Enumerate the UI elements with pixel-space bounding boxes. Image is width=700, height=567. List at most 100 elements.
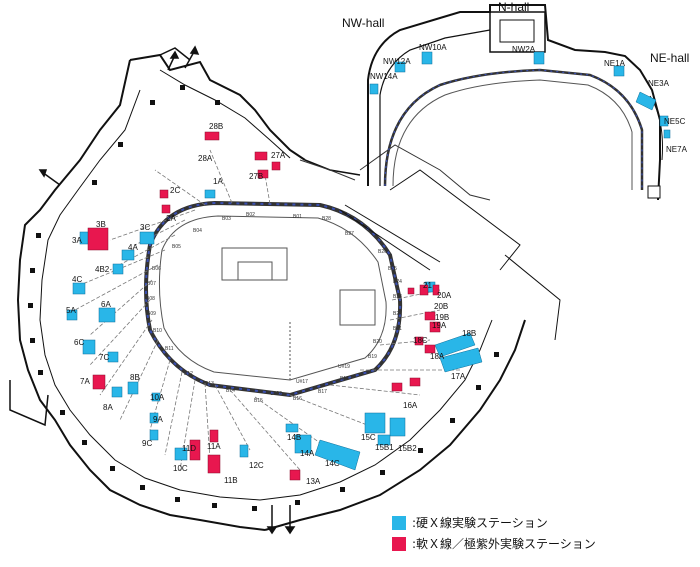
station-9c [149, 429, 159, 441]
station-27a [271, 161, 281, 171]
station-17a [439, 347, 483, 373]
station-11d [189, 439, 201, 461]
label-1a: 1A [213, 177, 223, 186]
legend-label-hard: :硬Ｘ線実験ステーション [412, 516, 548, 530]
station-2a [161, 204, 171, 214]
station-11a [209, 429, 219, 443]
station-4c [72, 282, 86, 295]
ring-label: B04 [193, 228, 202, 234]
station-8a [111, 386, 123, 398]
station-4b2 [112, 263, 124, 275]
ring-label: B23 [393, 294, 402, 300]
station-15b2 [389, 417, 406, 437]
station-8b [127, 381, 139, 395]
station-ne5c [659, 115, 669, 127]
station-6a [98, 307, 116, 323]
station-15c [364, 412, 386, 434]
label-17a: 17A [451, 372, 466, 381]
ring-label: B22 [393, 311, 402, 317]
main-hall-inner-wall [39, 69, 493, 501]
label-16a: 16A [403, 401, 418, 410]
station-28a [254, 151, 268, 161]
label-15c: 15C [361, 433, 376, 442]
label-11a: 11A [207, 442, 221, 451]
label-18b: 18B [462, 329, 476, 338]
station-10c [174, 447, 188, 461]
label-3c: 3C [140, 223, 150, 232]
label-9a: 9A [153, 415, 163, 424]
label-7a: 7A [80, 377, 90, 386]
hard-xray-stations [66, 189, 483, 471]
nw-hall-label: NW-hall [342, 16, 384, 30]
station-10a [151, 392, 161, 402]
ring-label: B27 [345, 231, 354, 237]
label-18c: 18C [413, 336, 428, 345]
ring-label: B25 [388, 266, 397, 272]
label-15b2: 15B2 [398, 444, 417, 453]
label-nw14a: NW14A [370, 72, 398, 81]
legend-label-soft: :軟Ｘ線／極紫外実験ステーション [412, 537, 596, 551]
ring-label: B19 [368, 354, 377, 360]
ring-label: B08 [146, 296, 155, 302]
station-20a-b [432, 284, 440, 296]
station-2c [159, 189, 169, 199]
station-7c [107, 351, 119, 363]
ring-inner-buildings [221, 247, 376, 380]
ring-label: B16 [293, 396, 302, 402]
station-7a [92, 374, 106, 390]
legend-soft-xray: :軟Ｘ線／極紫外実験ステーション [392, 535, 596, 552]
label-8a: 8A [103, 403, 113, 412]
label-2c: 2C [170, 186, 180, 195]
transfer-lines [299, 144, 491, 271]
station-ne7a [663, 129, 671, 139]
label-11b: 11B [224, 476, 238, 485]
ring-label: B26 [378, 249, 387, 255]
pillars [28, 85, 499, 511]
label-ne1a: NE1A [604, 59, 626, 68]
label-27a: 27A [271, 151, 286, 160]
label-ne7a: NE7A [666, 145, 688, 154]
ring-label: B07 [147, 281, 156, 287]
station-21 [407, 287, 415, 295]
ring-label: B11 [165, 346, 174, 352]
station-3b [87, 227, 109, 251]
label-7c: 7C [99, 353, 109, 362]
label-6c: 6C [74, 338, 84, 347]
label-15b1: 15B1 [375, 443, 394, 452]
station-nw14a [369, 83, 379, 95]
station-3c [139, 231, 155, 245]
label-3a: 3A [72, 236, 82, 245]
label-5a: 5A [66, 306, 76, 315]
station-13a [289, 469, 301, 481]
ring-label: B03 [222, 216, 231, 222]
label-4b2: 4B2 [95, 265, 110, 274]
legend-swatch-hard [392, 515, 406, 530]
label-14b: 14B [287, 433, 301, 442]
label-nw2a: NW2A [512, 45, 536, 54]
station-1a [204, 189, 216, 199]
legend-hard-xray: :硬Ｘ線実験ステーション [392, 514, 548, 531]
station-28b [204, 131, 220, 141]
ring-label: B01 [293, 214, 302, 220]
label-8b: 8B [130, 373, 140, 382]
label-19b: 19B [435, 313, 449, 322]
label-11d: 11D [182, 444, 196, 453]
label-28b: 28B [209, 122, 223, 131]
label-14a: 14A [300, 449, 315, 458]
label-20b: 20B [434, 302, 448, 311]
label-ne5c: NE5C [664, 117, 686, 126]
ring-label: B24 [393, 279, 402, 285]
station-18c [414, 336, 424, 346]
ring-label: B17 [318, 389, 327, 395]
station-19b [424, 311, 436, 321]
station-14b [285, 423, 299, 433]
north-halls-inset: NW-hall N-hall NE-hall NW10A NW12A NW14A… [342, 0, 689, 201]
ring-label: B09 [147, 311, 156, 317]
ring-label: B05 [172, 244, 181, 250]
soft-xray-stations [87, 131, 441, 481]
ring-label: B20 [373, 339, 382, 345]
station-19a [429, 321, 441, 333]
entrance-arrows [38, 45, 296, 535]
label-nw10a: NW10A [419, 43, 447, 52]
